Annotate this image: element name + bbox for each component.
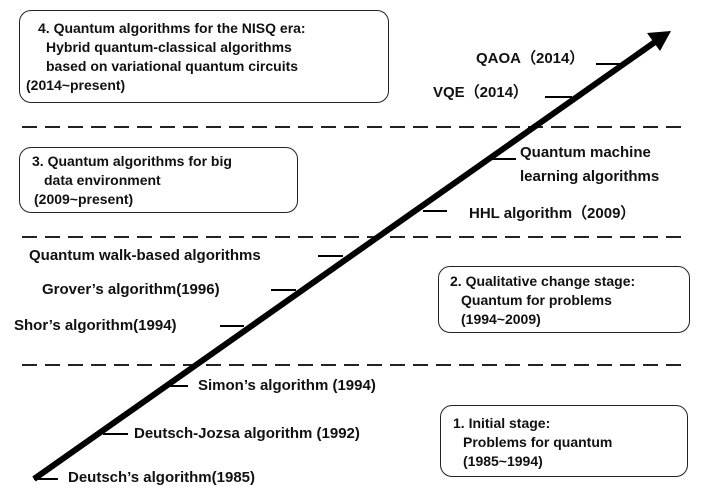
timeline-arrow-head <box>647 31 671 51</box>
stage-nisq-line-2: Hybrid quantum-classical algorithms <box>46 39 292 55</box>
label-vqe: VQE（2014） <box>433 84 529 101</box>
stage-qualitative-line-2: Quantum for problems <box>461 292 612 308</box>
stage-qualitative-line-3: (1994~2009) <box>461 311 541 327</box>
stage-qualitative-line-1: 2. Qualitative change stage: <box>450 273 636 289</box>
stage-big-data-line-3: (2009~present) <box>34 191 134 207</box>
stage-nisq-line-4: (2014~present) <box>26 77 126 93</box>
stage-box-big-data: 3. Quantum algorithms for big data envir… <box>19 147 298 213</box>
stage-nisq-line-3: based on variational quantum circuits <box>46 58 299 74</box>
stage-initial-line-3: (1985~1994) <box>463 453 543 469</box>
label-grover: Grover’s algorithm(1996) <box>42 281 220 298</box>
stage-nisq-line-1: 4. Quantum algorithms for the NISQ era: <box>38 20 306 36</box>
label-shor: Shor’s algorithm(1994) <box>14 317 177 334</box>
label-simon: Simon’s algorithm (1994) <box>198 377 376 394</box>
stage-big-data-line-2: data environment <box>44 172 161 188</box>
label-quantum-walk: Quantum walk-based algorithms <box>29 247 261 264</box>
label-deutsch-jozsa: Deutsch-Jozsa algorithm (1992) <box>134 425 360 442</box>
stage-box-nisq: 4. Quantum algorithms for the NISQ era: … <box>19 10 389 103</box>
stage-initial-line-2: Problems for quantum <box>463 434 613 450</box>
stage-box-qualitative: 2. Qualitative change stage: Quantum for… <box>438 266 690 333</box>
label-qml-line-1: Quantum machine <box>520 144 651 161</box>
timeline-arrow-shaft <box>32 39 657 482</box>
label-deutsch: Deutsch’s algorithm(1985) <box>68 469 255 486</box>
label-qml-line-2: learning algorithms <box>520 168 660 185</box>
stage-box-initial: 1. Initial stage: Problems for quantum (… <box>440 405 688 477</box>
label-qaoa: QAOA（2014） <box>476 50 585 67</box>
stage-initial-line-1: 1. Initial stage: <box>453 415 551 431</box>
stage-big-data-line-1: 3. Quantum algorithms for big <box>32 153 232 169</box>
label-hhl: HHL algorithm（2009） <box>469 205 636 222</box>
